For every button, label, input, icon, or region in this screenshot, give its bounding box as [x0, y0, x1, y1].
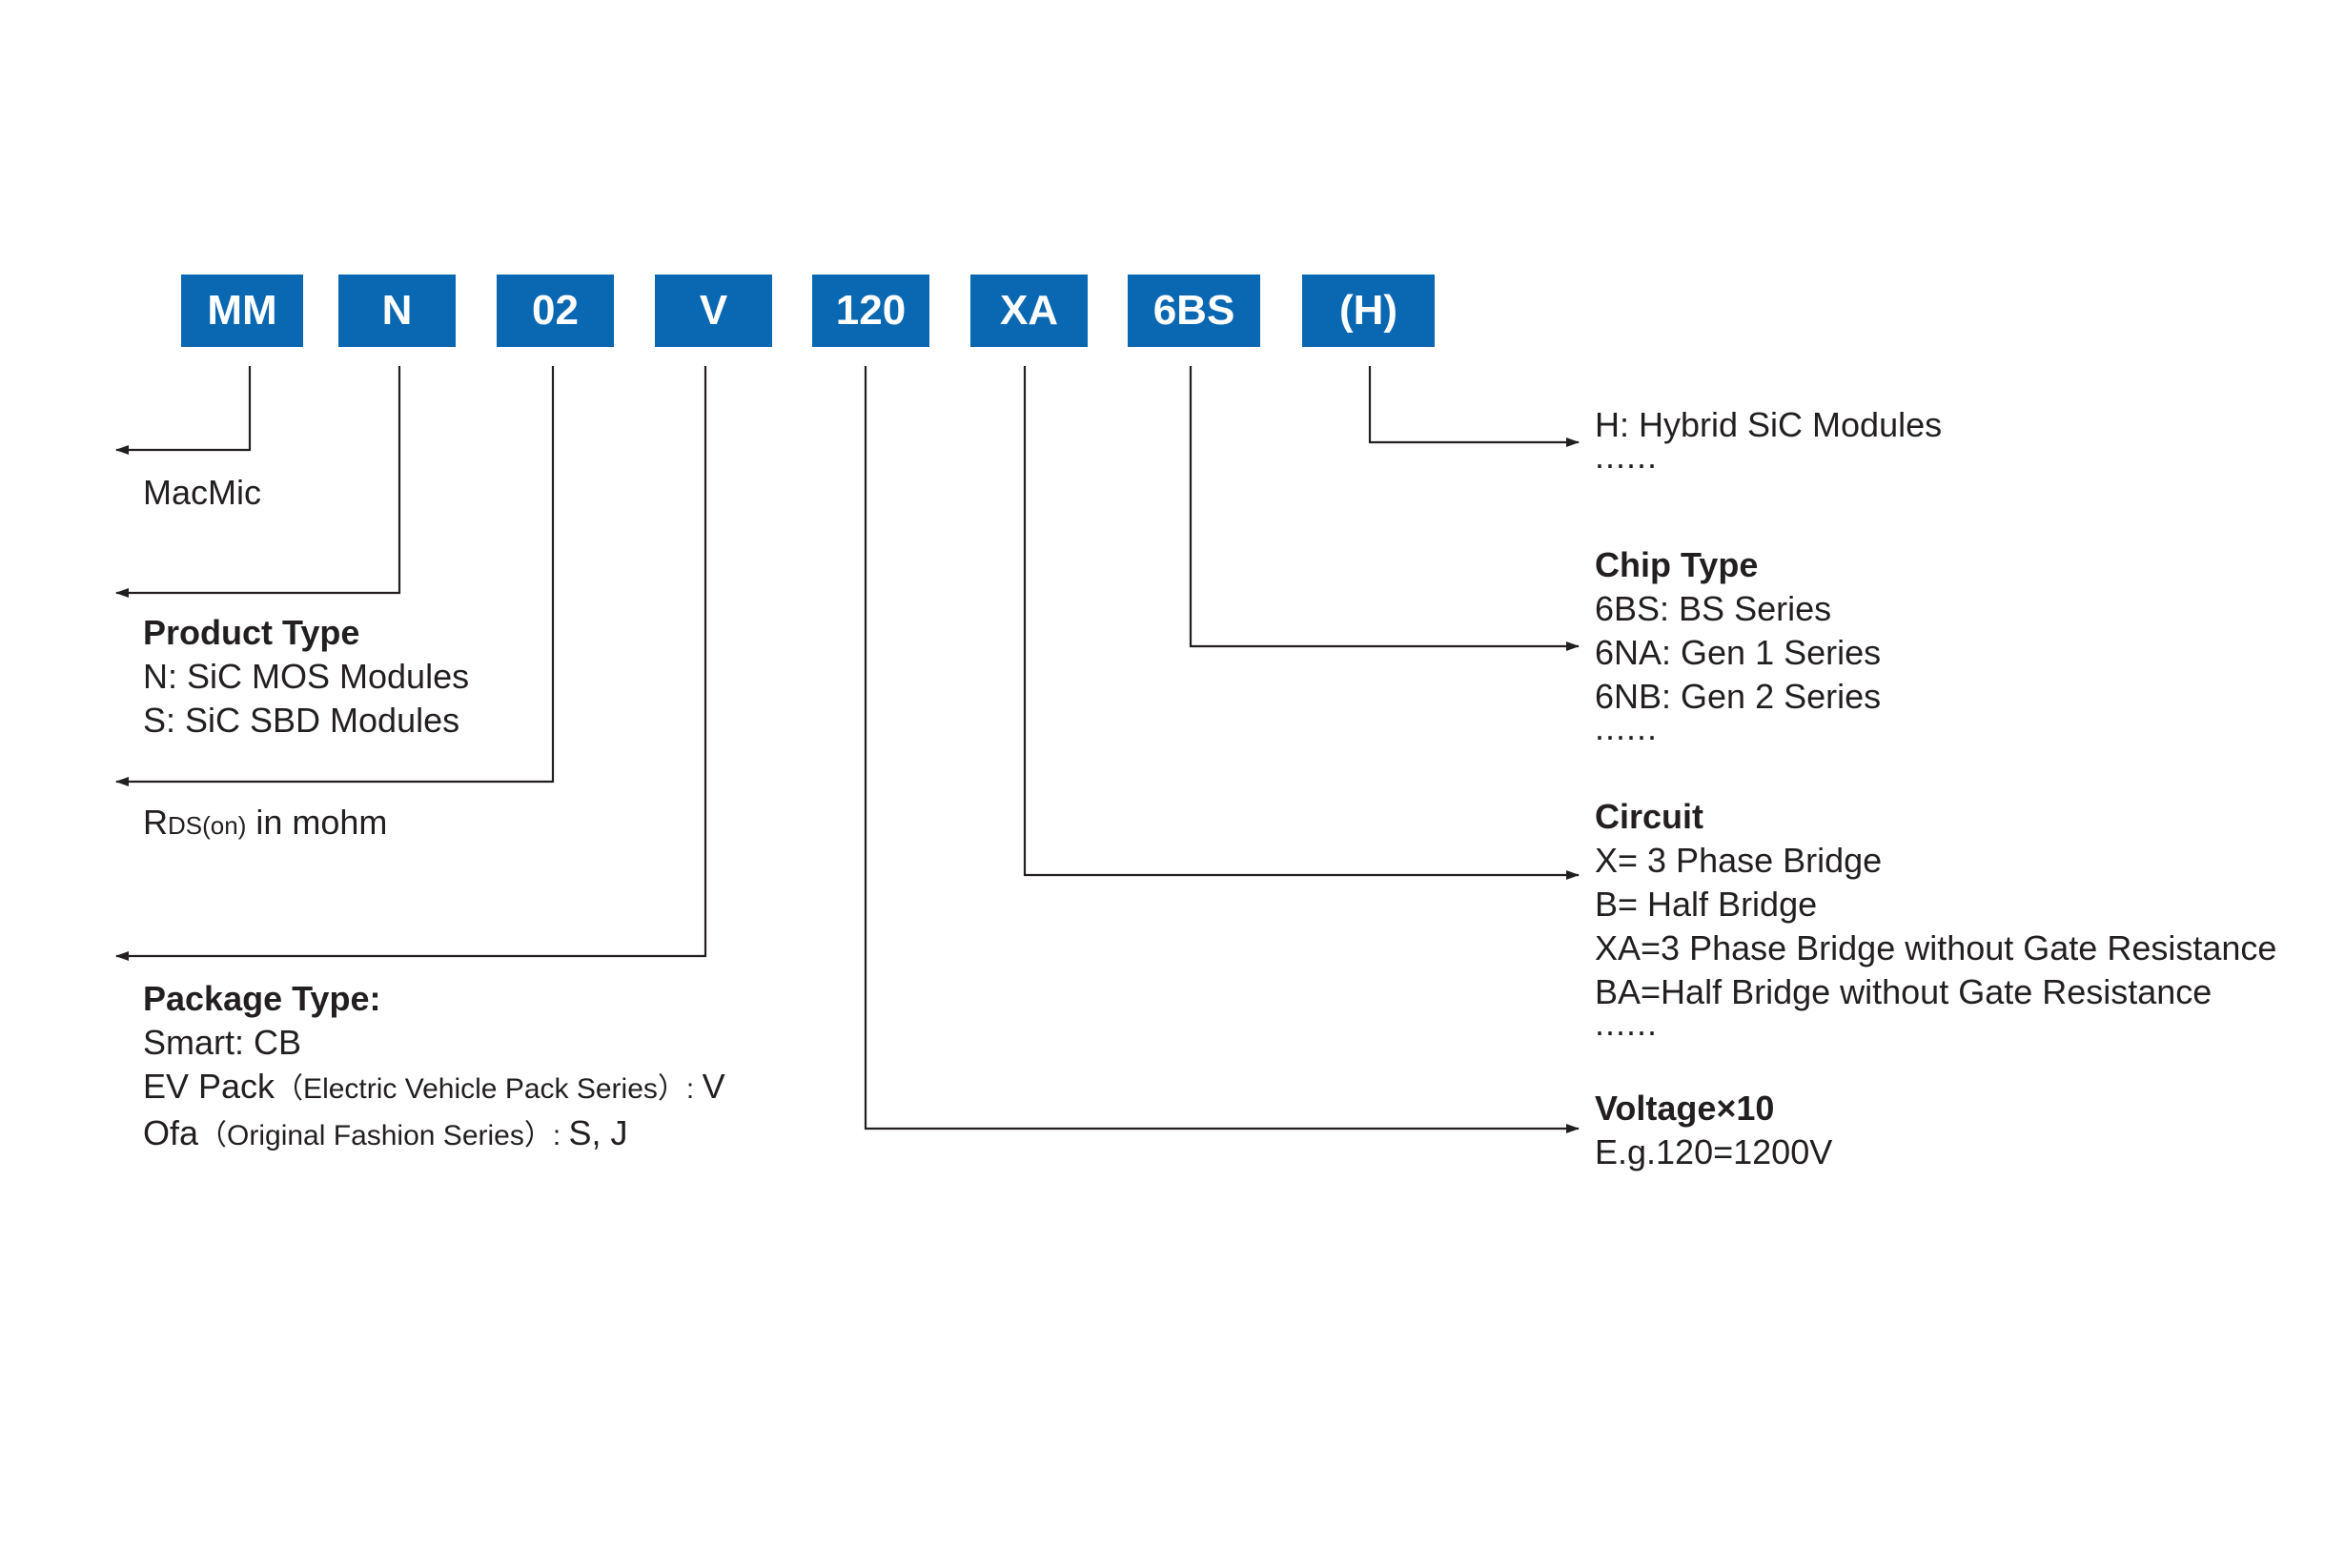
rds-suffix: in mohm [246, 803, 388, 842]
voltage-example: E.g.120=1200V [1595, 1132, 1833, 1171]
code-box-xa: XA [970, 275, 1088, 347]
code-box-v: V [655, 275, 772, 347]
chip-type-title: Chip Type [1595, 545, 1759, 584]
chip-type-more: ...... [1595, 708, 1659, 747]
circuit-line: B= Half Bridge [1595, 885, 1818, 924]
circuit-title: Circuit [1595, 797, 1704, 836]
connector-n [115, 366, 401, 598]
connector-120 [864, 366, 1580, 1133]
package-ev: EV Pack（Electric Vehicle Pack Series）: V [143, 1065, 725, 1111]
package-smart: Smart: CB [143, 1023, 302, 1062]
product-type-line: N: SiC MOS Modules [143, 657, 470, 696]
package-ev-note: （Electric Vehicle Pack Series）: [275, 1073, 703, 1105]
package-ofa: Ofa（Original Fashion Series）: S, J [143, 1111, 725, 1158]
package-type-section: Package Type: Smart: CB EV Pack（Electric… [143, 977, 725, 1158]
connector-v [115, 366, 707, 961]
connector-6bs [1189, 366, 1580, 651]
circuit-line: XA=3 Phase Bridge without Gate Resistanc… [1595, 928, 2277, 967]
package-ofa-value: S, J [568, 1113, 628, 1152]
hybrid-more: ...... [1595, 437, 1659, 476]
rds-label: RDS(on) in mohm [143, 801, 387, 847]
connector-mm [115, 366, 252, 455]
connector-xa [1023, 366, 1580, 880]
code-box-mm: MM [181, 275, 303, 347]
package-type-title: Package Type: [143, 979, 381, 1018]
product-type-line: S: SiC SBD Modules [143, 701, 460, 740]
circuit-line: BA=Half Bridge without Gate Resistance [1595, 972, 2212, 1011]
code-box-120: 120 [812, 275, 929, 347]
product-type-title: Product Type [143, 613, 360, 652]
voltage-title: Voltage×10 [1595, 1089, 1775, 1128]
chip-type-line: 6NA: Gen 1 Series [1595, 633, 1882, 672]
package-ofa-main: Ofa [143, 1113, 199, 1152]
rds-subscript: DS(on) [168, 811, 247, 840]
circuit-section: Circuit X= 3 Phase Bridge B= Half Bridge… [1595, 795, 2277, 1043]
hybrid-line: H: Hybrid SiC Modules [1595, 405, 1943, 444]
package-ofa-note: （Original Fashion Series）: [198, 1120, 569, 1151]
code-box-6bs: 6BS [1128, 275, 1260, 347]
connector-02 [115, 366, 555, 786]
brand-label: MacMic [143, 473, 261, 512]
rds-prefix: R [143, 803, 168, 842]
hybrid-section: H: Hybrid SiC Modules ...... [1595, 403, 1943, 476]
code-box-n: N [338, 275, 456, 347]
product-type-section: Product Type N: SiC MOS Modules S: SiC S… [143, 611, 469, 743]
chip-type-line: 6NB: Gen 2 Series [1595, 677, 1882, 716]
chip-type-section: Chip Type 6BS: BS Series 6NA: Gen 1 Seri… [1595, 543, 1882, 747]
voltage-section: Voltage×10 E.g.120=1200V [1595, 1087, 1832, 1174]
connector-h [1368, 366, 1580, 447]
code-box-02: 02 [497, 275, 614, 347]
code-box-h: (H) [1302, 275, 1435, 347]
package-ev-value: V [702, 1067, 725, 1106]
circuit-more: ...... [1595, 1004, 1659, 1043]
chip-type-line: 6BS: BS Series [1595, 589, 1832, 628]
package-ev-main: EV Pack [143, 1067, 275, 1106]
circuit-line: X= 3 Phase Bridge [1595, 841, 1883, 880]
